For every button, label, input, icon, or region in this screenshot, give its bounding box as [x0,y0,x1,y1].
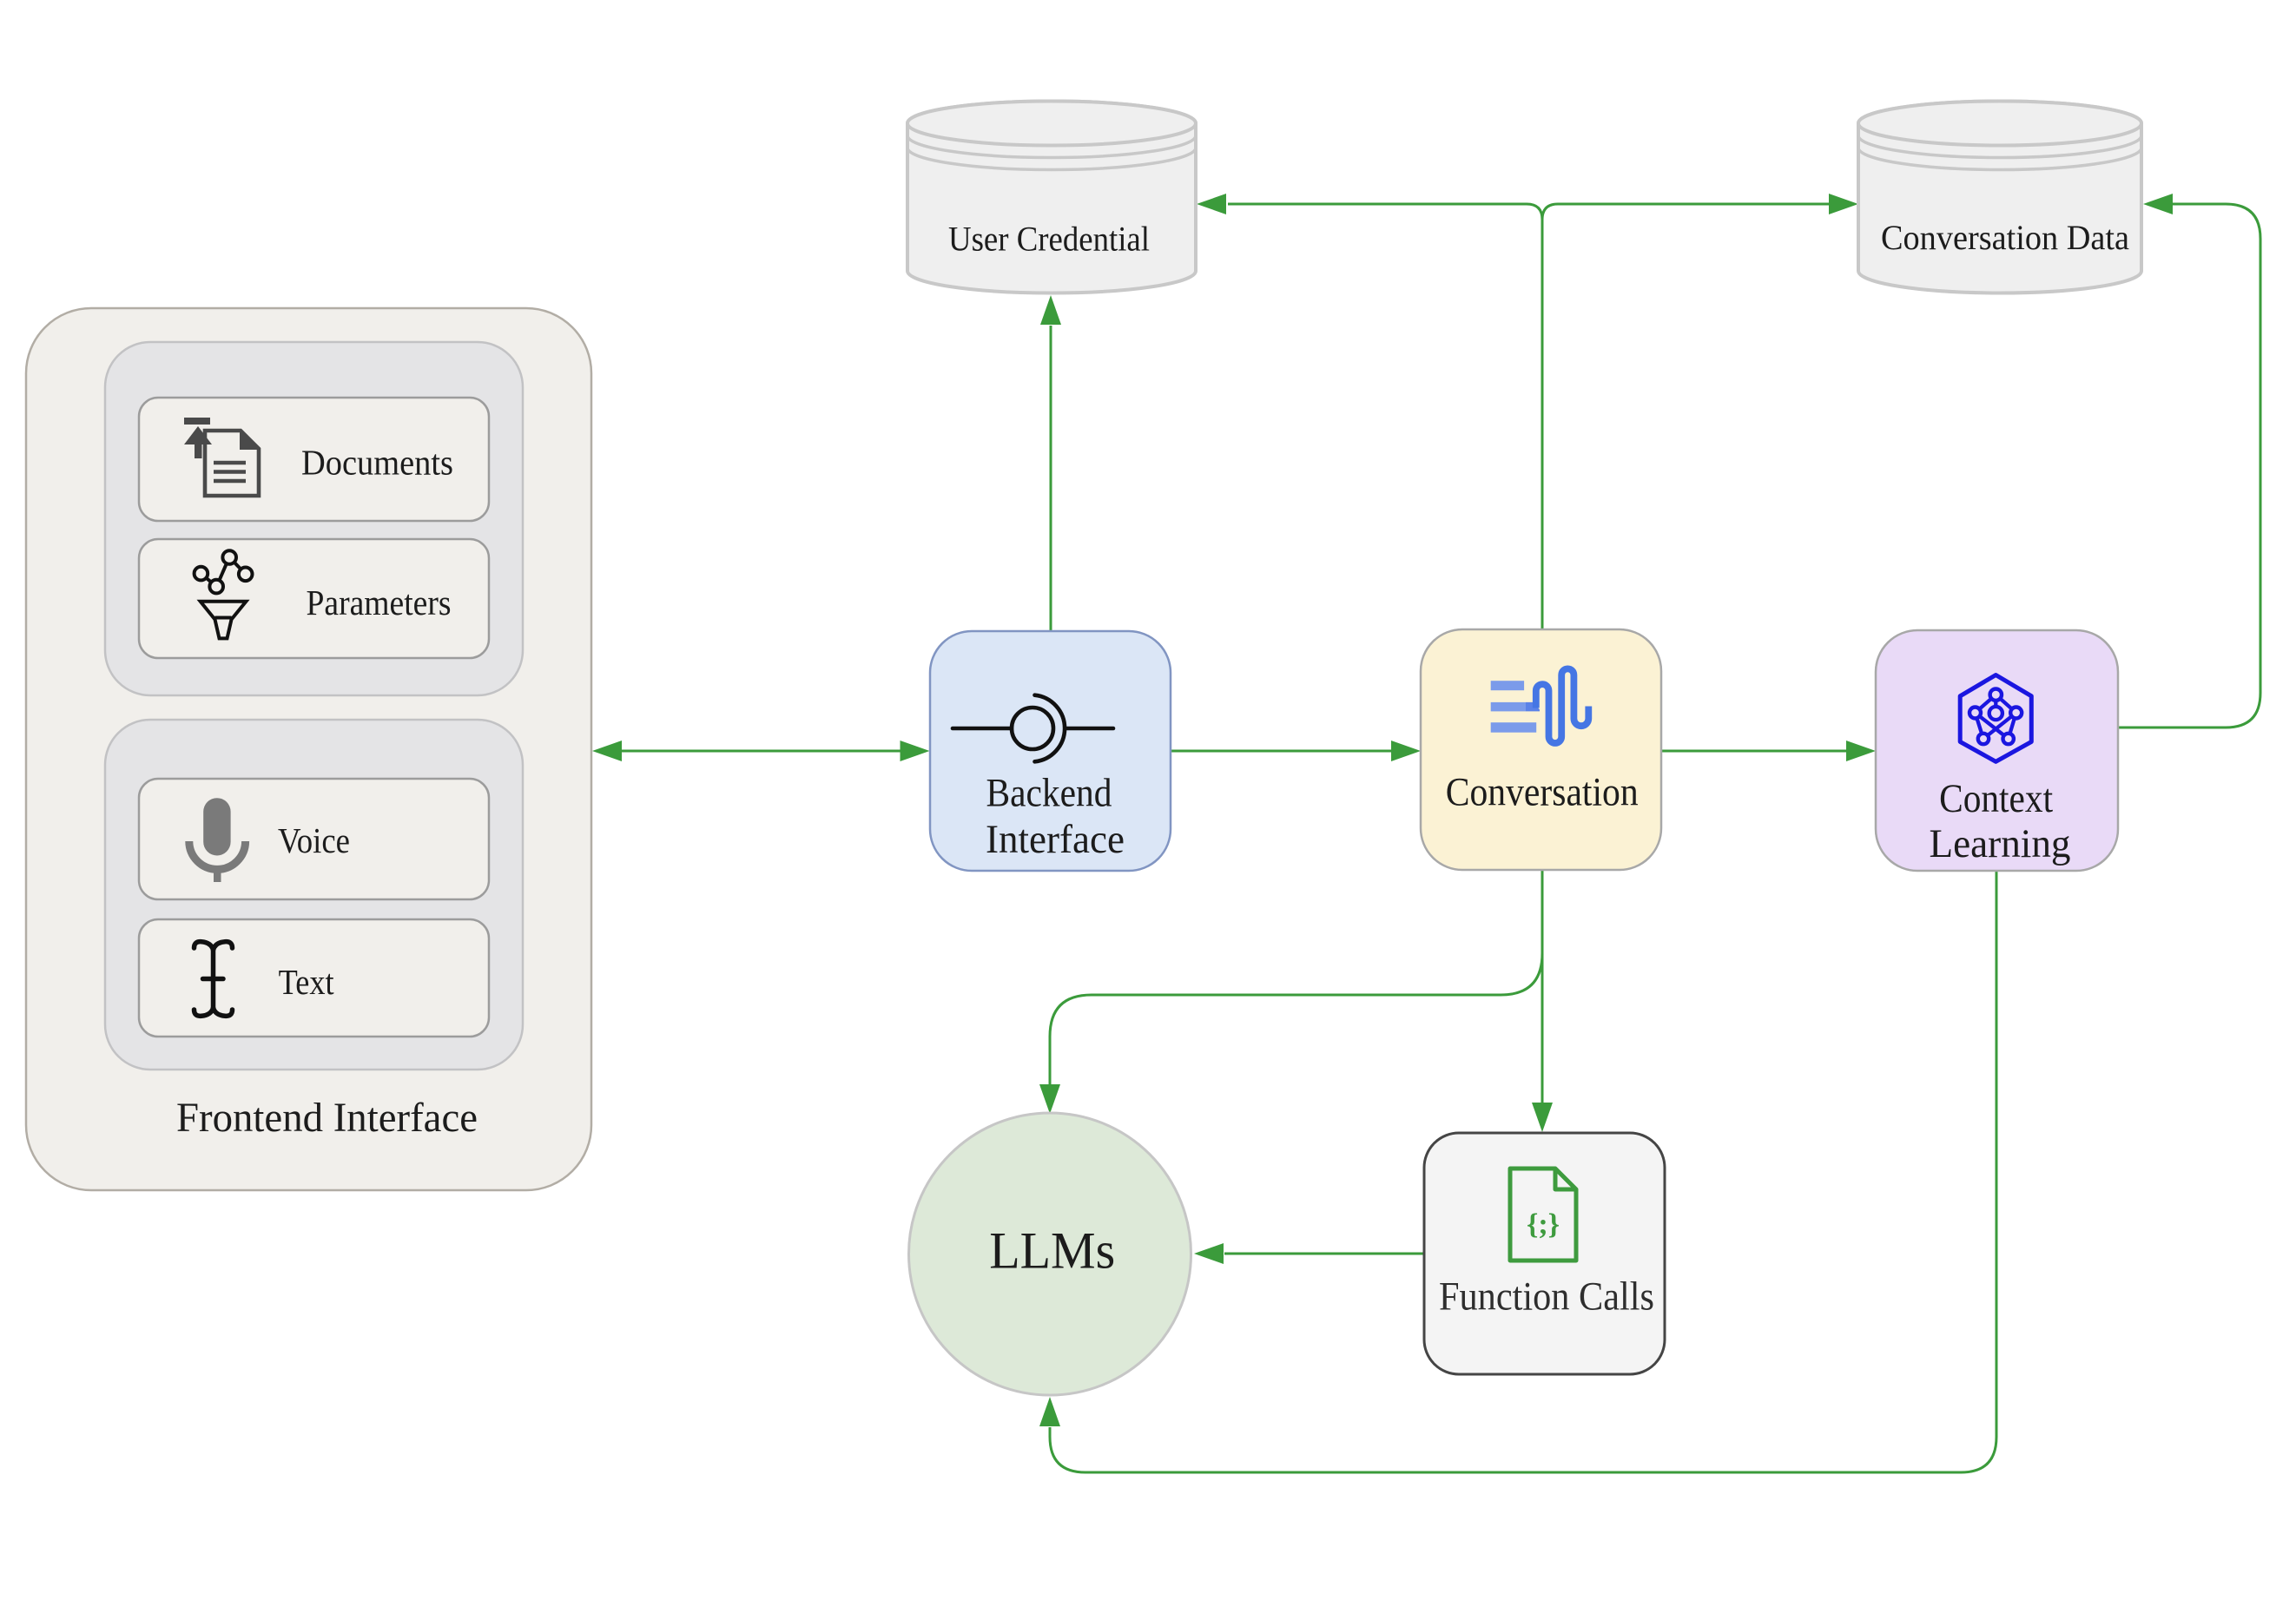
svg-text:Text: Text [279,962,335,1002]
svg-text:Parameters: Parameters [307,583,452,622]
svg-text:Backend: Backend [986,771,1112,816]
svg-text:Frontend Interface: Frontend Interface [176,1095,478,1141]
svg-text:{;}: {;} [1527,1208,1560,1241]
svg-text:User Credential: User Credential [948,220,1150,259]
svg-text:Conversation: Conversation [1446,770,1639,815]
svg-text:Voice: Voice [278,820,350,860]
svg-text:LLMs: LLMs [989,1222,1115,1280]
svg-text:Interface: Interface [986,817,1125,862]
svg-text:Context: Context [1939,776,2053,821]
svg-text:Function Calls: Function Calls [1439,1274,1654,1320]
svg-text:Learning: Learning [1930,821,2071,866]
svg-text:Documents: Documents [301,442,453,482]
svg-text:Conversation Data: Conversation Data [1881,218,2129,257]
